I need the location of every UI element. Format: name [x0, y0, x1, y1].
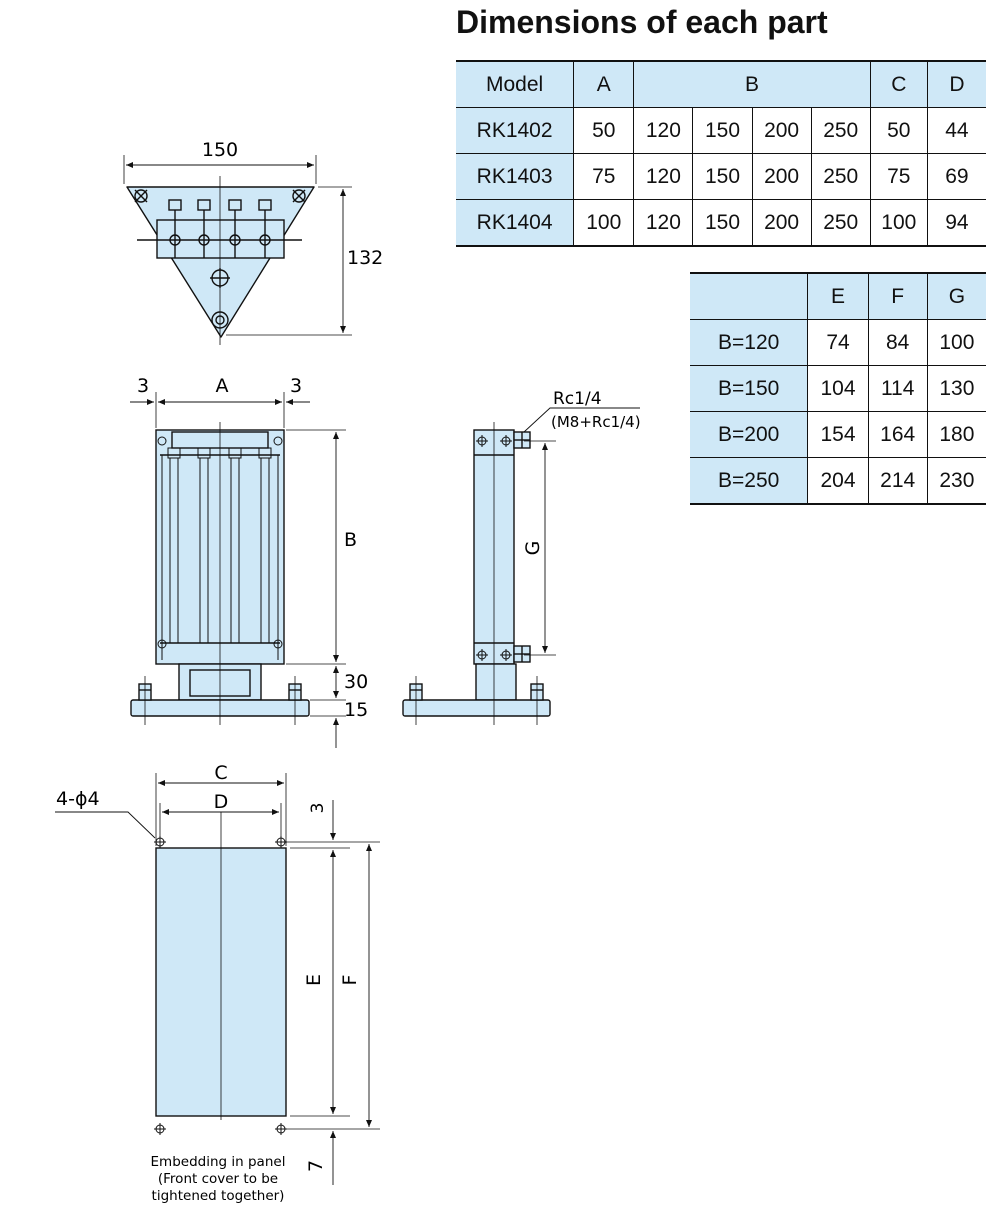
cell-b: 150	[692, 107, 753, 154]
front-view	[130, 392, 346, 748]
cell-model: RK1404	[456, 199, 575, 247]
panel-top-gap-label: 3	[308, 803, 328, 814]
cell-b: 200	[751, 153, 812, 200]
model-dimension-table: Model A B C D RK1402 50 120 150 200 250 …	[456, 60, 986, 247]
cell-b: 120	[633, 107, 694, 154]
cell-model: RK1402	[456, 107, 575, 154]
cell-b: 150	[692, 199, 753, 247]
cell-e: 154	[807, 411, 869, 458]
side-port-label: Rc1/4	[553, 389, 602, 409]
page-title: Dimensions of each part	[456, 4, 828, 40]
panel-inner-height-label: E	[303, 974, 325, 986]
panel-bottom-gap-label: 7	[305, 1160, 327, 1172]
header-g: G	[926, 272, 986, 320]
cell-c: 75	[869, 153, 928, 200]
header-model: Model	[456, 60, 575, 108]
header-b: B	[633, 60, 871, 108]
cell-b: B=150	[690, 365, 809, 412]
cell-d: 94	[926, 199, 986, 247]
cell-e: 104	[807, 365, 869, 412]
cell-model: RK1403	[456, 153, 575, 200]
panel-holes-label: 4-ϕ4	[56, 788, 100, 810]
cell-a: 50	[573, 107, 635, 154]
cell-b: B=250	[690, 457, 809, 505]
front-base-h1-label: 30	[344, 671, 368, 693]
header-d: D	[926, 60, 986, 108]
cell-b: 200	[751, 107, 812, 154]
cell-a: 75	[573, 153, 635, 200]
cell-a: 100	[573, 199, 635, 247]
header-blank	[690, 272, 809, 320]
table-row: B=150 104 114 130	[690, 365, 986, 412]
side-view-base	[402, 699, 551, 717]
table-row: B=250 204 214 230	[690, 457, 986, 505]
header-f: F	[867, 272, 928, 320]
front-height-label: B	[344, 529, 357, 551]
panel-inner-width-label: D	[214, 791, 229, 813]
cell-e: 74	[807, 319, 869, 366]
top-view-width-label: 150	[202, 139, 238, 161]
table-row: B=200 154 164 180	[690, 411, 986, 458]
cell-g: 100	[926, 319, 986, 366]
front-width-label: A	[216, 375, 229, 397]
side-view	[402, 407, 640, 725]
top-view-body	[126, 186, 315, 338]
front-base-h2-label: 15	[344, 699, 368, 721]
cell-e: 204	[807, 457, 869, 505]
cell-b: 250	[810, 107, 871, 154]
panel-outer-width-label: C	[214, 762, 227, 784]
cell-f: 114	[867, 365, 928, 412]
table-row: RK1403 75 120 150 200 250 75 69	[456, 153, 986, 200]
table-row: RK1402 50 120 150 200 250 50 44	[456, 107, 986, 154]
table-row: RK1404 100 120 150 200 250 100 94	[456, 199, 986, 247]
front-right-gap-label: 3	[290, 375, 302, 397]
table-header-row: E F G	[690, 272, 986, 320]
cell-b: 250	[810, 199, 871, 247]
top-view-bar	[156, 219, 285, 259]
top-view-height-label: 132	[347, 247, 383, 269]
cell-g: 180	[926, 411, 986, 458]
table-row: B=120 74 84 100	[690, 319, 986, 366]
caption-line-2: (Front cover to be	[158, 1171, 278, 1187]
top-view	[123, 155, 352, 345]
cell-f: 164	[867, 411, 928, 458]
cell-f: 214	[867, 457, 928, 505]
table-header-row: Model A B C D	[456, 60, 986, 108]
cell-b: 120	[633, 153, 694, 200]
cell-g: 130	[926, 365, 986, 412]
cell-b: 120	[633, 199, 694, 247]
caption-line-3: tightened together)	[152, 1188, 285, 1204]
b-dimension-table: E F G B=120 74 84 100 B=150 104 114 130 …	[690, 272, 986, 505]
cell-g: 230	[926, 457, 986, 505]
side-pitch-label: G	[522, 541, 544, 556]
cell-b: 200	[751, 199, 812, 247]
cell-d: 44	[926, 107, 986, 154]
top-view-screws	[168, 199, 272, 258]
front-left-gap-label: 3	[137, 375, 149, 397]
side-port-alt-label: (M8+Rc1/4)	[551, 413, 641, 431]
cell-c: 100	[869, 199, 928, 247]
cell-b: B=200	[690, 411, 809, 458]
header-a: A	[573, 60, 635, 108]
caption-line-1: Embedding in panel	[151, 1154, 286, 1170]
cell-c: 50	[869, 107, 928, 154]
panel-outer-height-label: F	[339, 975, 361, 986]
header-c: C	[869, 60, 928, 108]
panel-view	[55, 773, 380, 1185]
cell-b: 250	[810, 153, 871, 200]
cell-b: 150	[692, 153, 753, 200]
cell-d: 69	[926, 153, 986, 200]
cell-b: B=120	[690, 319, 809, 366]
header-e: E	[807, 272, 869, 320]
cell-f: 84	[867, 319, 928, 366]
